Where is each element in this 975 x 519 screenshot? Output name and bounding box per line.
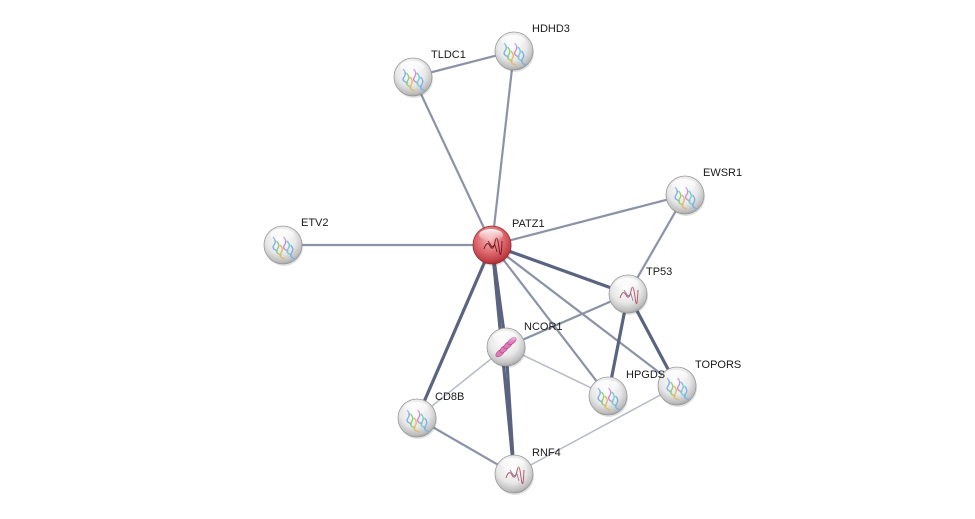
- edge-patz1-ewsr1[interactable]: [490, 193, 687, 247]
- edge-patz1-tp53[interactable]: [490, 243, 630, 296]
- node-label-etv2: ETV2: [301, 217, 329, 229]
- node-tp53[interactable]: TP53: [608, 266, 672, 315]
- edge-tp53-ncor1[interactable]: [504, 292, 630, 349]
- edge-patz1-topors[interactable]: [490, 243, 679, 388]
- node-label-patz1: PATZ1: [512, 218, 545, 230]
- node-label-topors: TOPORS: [695, 359, 741, 371]
- node-highlight: [404, 402, 428, 414]
- node-tldc1[interactable]: TLDC1: [393, 49, 466, 98]
- node-patz1[interactable]: PATZ1: [472, 218, 545, 266]
- node-highlight: [493, 331, 517, 343]
- edge-patz1-hpgds[interactable]: [490, 243, 610, 398]
- node-ncor1[interactable]: NCOR1: [486, 321, 563, 368]
- edge-patz1-tldc1[interactable]: [411, 75, 494, 247]
- structure-squiggle-icon: [619, 286, 639, 305]
- edge-ncor1-rnf4[interactable]: [504, 345, 516, 476]
- structure-squiggle-icon: [483, 237, 503, 256]
- node-highlight: [479, 229, 503, 241]
- node-highlight: [501, 35, 525, 47]
- node-highlight: [501, 458, 525, 470]
- node-hdhd3[interactable]: HDHD3: [494, 23, 570, 72]
- node-etv2[interactable]: ETV2: [263, 217, 329, 266]
- node-ewsr1[interactable]: EWSR1: [665, 167, 742, 216]
- node-label-rnf4: RNF4: [532, 447, 561, 459]
- node-highlight: [270, 229, 294, 241]
- node-label-hpgds: HPGDS: [626, 369, 665, 381]
- node-label-tldc1: TLDC1: [431, 49, 466, 61]
- node-label-hdhd3: HDHD3: [532, 23, 570, 35]
- node-label-cd8b: CD8B: [435, 391, 464, 403]
- structure-squiggle-icon: [505, 466, 525, 485]
- node-cd8b[interactable]: CD8B: [397, 391, 464, 439]
- edge-patz1-cd8b[interactable]: [415, 243, 494, 420]
- node-highlight: [664, 370, 688, 382]
- node-label-ewsr1: EWSR1: [703, 167, 742, 179]
- edge-patz1-hdhd3[interactable]: [490, 49, 516, 247]
- node-rnf4[interactable]: RNF4: [494, 447, 561, 495]
- protein-structure-icon: [503, 42, 527, 66]
- node-topors[interactable]: TOPORS: [657, 359, 741, 407]
- node-highlight: [615, 278, 639, 290]
- edge-rnf4-topors[interactable]: [513, 385, 678, 475]
- node-hpgds[interactable]: HPGDS: [588, 369, 665, 417]
- node-highlight: [595, 380, 619, 392]
- node-label-ncor1: NCOR1: [524, 321, 563, 333]
- node-highlight: [400, 61, 424, 73]
- node-label-tp53: TP53: [646, 266, 672, 278]
- node-highlight: [672, 179, 696, 191]
